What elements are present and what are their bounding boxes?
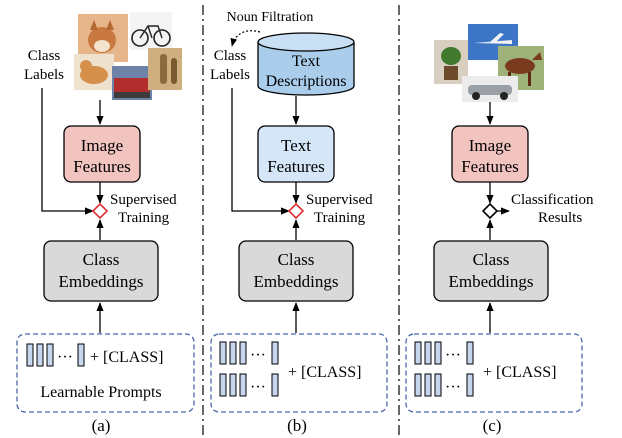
panel-c-image-collage [434, 24, 544, 102]
train-photo-icon [112, 66, 152, 100]
supervised-training-label-b1: Supervised [306, 192, 373, 208]
image-features-label-a1: Image [81, 136, 123, 155]
caption-c: (c) [483, 416, 502, 435]
learnable-prompts-label: Learnable Prompts [40, 384, 161, 401]
panel-b: Noun Filtration Class Labels Text Descri… [210, 10, 388, 435]
supervised-training-label-a2: Training [118, 210, 170, 226]
image-features-label-a2: Features [73, 157, 131, 176]
text-features-label-1: Text [281, 136, 311, 155]
noun-filtration-label: Noun Filtration [227, 10, 314, 25]
prompt-token-bars-c [414, 341, 474, 397]
image-features-label-c2: Features [461, 157, 519, 176]
car-photo-icon [462, 76, 518, 102]
prompt-container-b [210, 333, 388, 413]
caption-b: (b) [287, 416, 307, 435]
class-labels-text-b1: Class [214, 48, 247, 64]
class-embeddings-box-a [43, 240, 159, 302]
text-features-label-2: Features [267, 157, 325, 176]
classification-results-label-2: Results [538, 210, 582, 226]
bicycle-photo-icon [130, 12, 172, 50]
prompt-ellipsis-c1: ··· [445, 347, 461, 364]
text-descriptions-label-1: Text [292, 53, 321, 70]
arrow-labels-to-diamond-b [231, 88, 290, 215]
caption-a: (a) [92, 416, 111, 435]
bottle-photo-icon [148, 48, 182, 90]
plus-class-label-c: + [CLASS] [483, 364, 556, 381]
image-features-label-c1: Image [469, 136, 511, 155]
classification-diamond [481, 202, 499, 220]
prompt-token-bars-b [219, 341, 279, 397]
class-embeddings-box-b [238, 240, 354, 302]
text-descriptions-label-2: Descriptions [266, 73, 347, 90]
prompt-container-a [16, 333, 195, 413]
text-descriptions-cylinder [257, 32, 355, 96]
prompt-ellipsis-b1: ··· [250, 347, 266, 364]
plus-class-label-a: + [CLASS] [90, 349, 163, 366]
arrow-labels-to-diamond-a [41, 88, 94, 215]
panel-a-image-collage [74, 12, 182, 100]
class-embeddings-label-c1: Class [473, 250, 510, 269]
class-labels-text-b2: Labels [210, 67, 250, 83]
class-labels-text-a2: Labels [24, 67, 64, 83]
class-embeddings-label-a1: Class [83, 250, 120, 269]
plus-class-label-b: + [CLASS] [288, 364, 361, 381]
image-features-box-a [63, 125, 141, 183]
panel-a: Class Labels Image Features Supervised T… [16, 12, 195, 435]
supervised-diamond-a [91, 202, 109, 220]
class-embeddings-label-a2: Embeddings [59, 272, 144, 291]
class-embeddings-label-b2: Embeddings [254, 272, 339, 291]
prompt-ellipsis-b2: ··· [250, 379, 266, 396]
prompt-token-bars-a [26, 343, 85, 367]
supervised-diamond-b [287, 202, 305, 220]
supervised-training-label-b2: Training [314, 210, 366, 226]
class-embeddings-label-b1: Class [278, 250, 315, 269]
panel-c: Image Features Classification Results Cl… [405, 24, 594, 435]
classification-results-label-1: Classification [511, 192, 594, 208]
prompt-ellipsis-c2: ··· [445, 379, 461, 396]
class-embeddings-label-c2: Embeddings [449, 272, 534, 291]
noun-filtration-arrow [230, 30, 261, 47]
class-embeddings-box-c [433, 240, 549, 302]
class-labels-text-a1: Class [28, 48, 61, 64]
prompt-container-c [405, 333, 583, 413]
prompt-ellipsis-a: ··· [57, 349, 73, 366]
supervised-training-label-a1: Supervised [110, 192, 177, 208]
cat-photo-icon [74, 54, 114, 90]
